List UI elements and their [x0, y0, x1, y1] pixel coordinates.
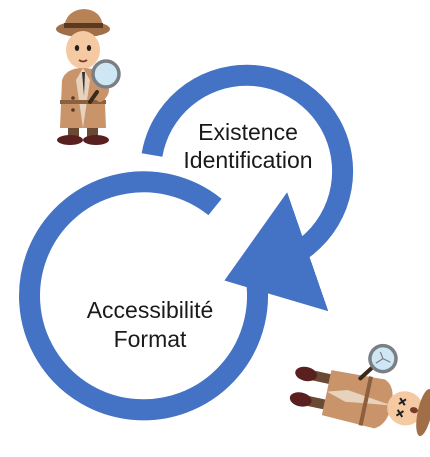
- top-loop-arrow: [141, 64, 354, 312]
- fallen-detective-icon: [289, 343, 430, 436]
- bottom-loop-label-line2: Format: [114, 326, 187, 352]
- bottom-loop-label-line1: Accessibilité: [87, 297, 214, 323]
- bottom-loop-arrow: [19, 171, 268, 421]
- detective-icon: [56, 9, 121, 145]
- top-loop-label-line2: Identification: [183, 147, 312, 173]
- magnifying-glass-icon: [88, 59, 121, 104]
- top-loop-label-line1: Existence: [198, 119, 298, 145]
